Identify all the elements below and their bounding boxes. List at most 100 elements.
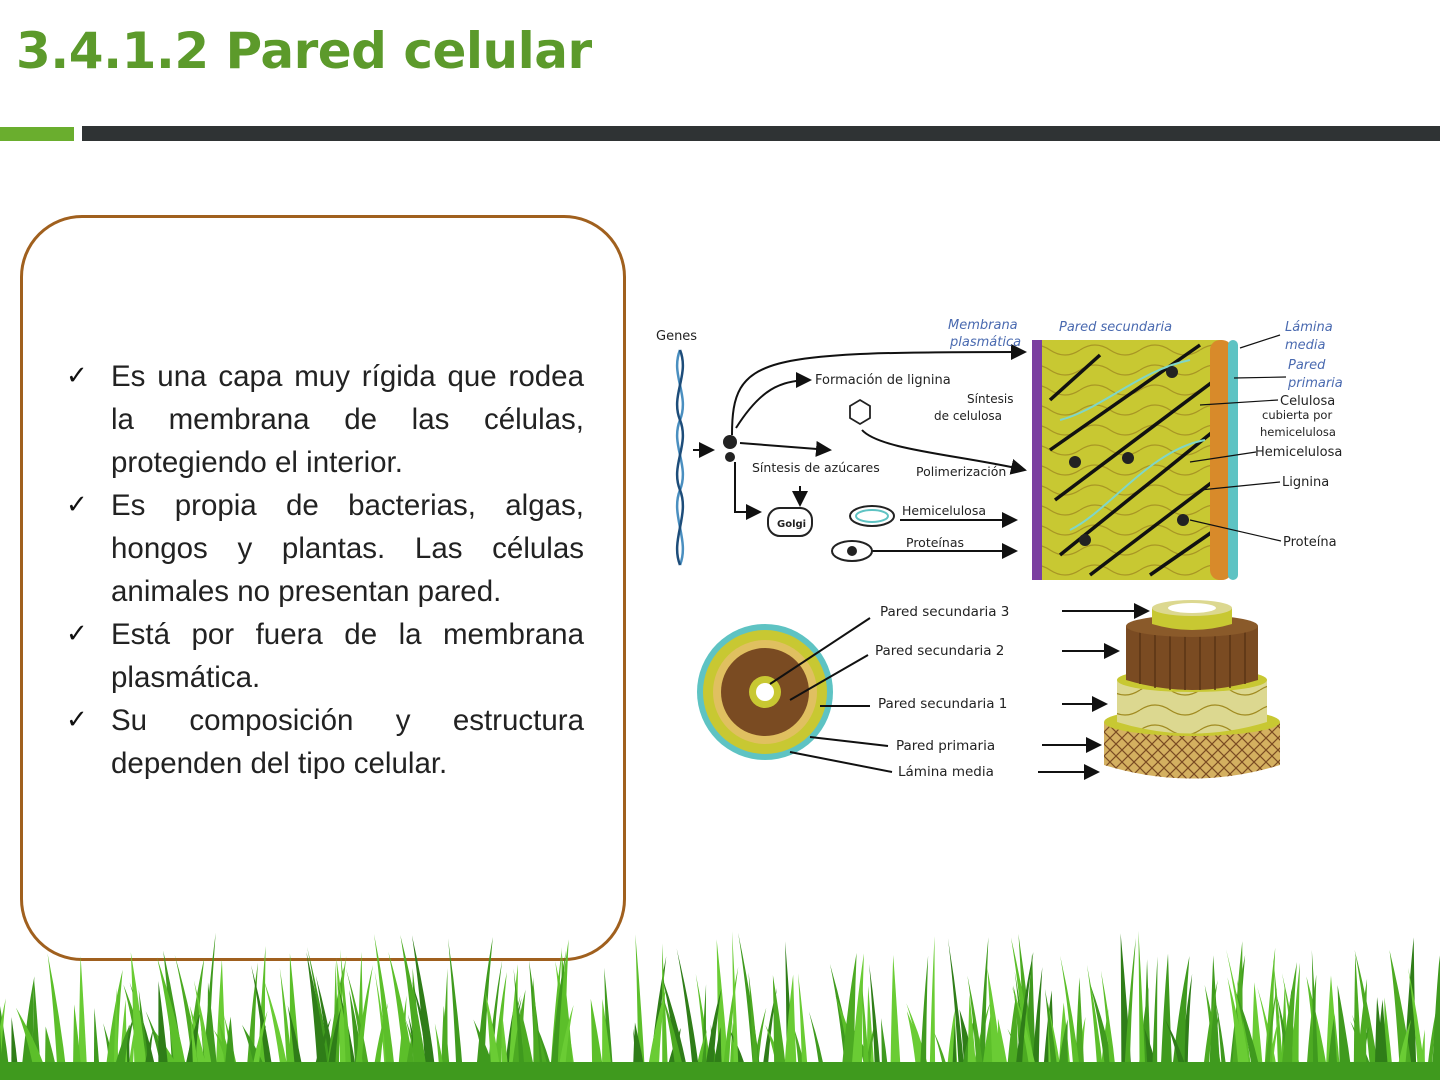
plasmatic-label: plasmática xyxy=(949,335,1021,350)
grass-blade xyxy=(929,936,936,1080)
grass-blade xyxy=(1290,962,1301,1080)
grass-blade xyxy=(1044,988,1059,1080)
grass-blade xyxy=(602,998,613,1080)
golgi-label: Golgi xyxy=(777,519,806,530)
primaria-label: primaria xyxy=(1287,376,1343,391)
grass-blade xyxy=(72,1004,83,1080)
lignin-formation-label: Formación de lignina xyxy=(815,373,951,388)
grass-blade xyxy=(412,968,424,1080)
grass-blade xyxy=(703,989,722,1080)
grass-blade xyxy=(1306,976,1329,1080)
grass-blade xyxy=(307,946,333,1080)
grass-blade xyxy=(850,953,864,1080)
grass-blade xyxy=(732,931,739,1080)
sugar-synthesis-label: Síntesis de azúcares xyxy=(752,460,880,475)
lignin-molecule-icon xyxy=(849,398,871,426)
grass-blade xyxy=(919,955,929,1080)
bullet-item: ✓ Es una capa muy rígida que rodea la mem… xyxy=(66,355,584,484)
grass-blade xyxy=(1263,947,1276,1080)
protein-label: Proteína xyxy=(1283,535,1337,550)
lamina-label: Lámina xyxy=(1285,320,1333,335)
grass-blade xyxy=(1263,987,1277,1080)
grass-blade xyxy=(1356,978,1368,1080)
grass-blade xyxy=(783,974,798,1080)
secondary-wall-1-label: Pared secundaria 1 xyxy=(878,696,1007,712)
grass-blade xyxy=(1280,962,1298,1080)
polymerization-label: Polimerización xyxy=(916,464,1006,479)
plasma-membrane xyxy=(1032,340,1042,580)
grass-blade xyxy=(1006,994,1020,1080)
grass-blade xyxy=(411,981,437,1080)
grass-blade xyxy=(78,955,88,1080)
grass-blade xyxy=(158,981,170,1080)
secondary-wall-label: Pared secundaria xyxy=(1059,320,1172,335)
grass-blade xyxy=(263,977,291,1080)
grass-blade xyxy=(1123,938,1136,1080)
bullet-item: ✓Es propia de bacterias, algas, hongos y… xyxy=(66,484,584,613)
bullet-text-box xyxy=(20,215,626,961)
grass-blade xyxy=(1100,970,1117,1080)
hemicellulose-right-label: Hemicelulosa xyxy=(1255,445,1342,460)
grass-blade xyxy=(1215,1002,1228,1080)
covered-by-label: cubierta por xyxy=(1262,408,1332,422)
grass-blade xyxy=(635,934,646,1080)
grass-blade xyxy=(840,952,857,1080)
middle-lamella-label: Lámina media xyxy=(898,764,994,780)
grass-blade xyxy=(662,943,669,1080)
grass-blade xyxy=(287,1005,305,1080)
grass-blade xyxy=(1086,964,1105,1080)
secondary-wall-2-label: Pared secundaria 2 xyxy=(875,643,1004,659)
grass-blade xyxy=(646,990,666,1080)
grass-blade xyxy=(1151,956,1158,1080)
cellulose-label: Celulosa xyxy=(1280,394,1335,409)
grass-blade xyxy=(1160,953,1173,1080)
primary-wall-layer xyxy=(1210,340,1232,580)
dna-helix-icon xyxy=(675,349,685,566)
hemicellulose-mid-label: Hemicelulosa xyxy=(902,503,986,518)
grass-blade xyxy=(1202,979,1218,1080)
grass-blade xyxy=(1011,986,1039,1080)
proteins-label: Proteínas xyxy=(906,535,964,550)
grass-blade xyxy=(748,971,760,1080)
checkmark-icon: ✓ xyxy=(66,361,88,391)
title-accent-bar xyxy=(0,127,74,141)
primary-wall-label: Pared primaria xyxy=(896,738,995,754)
bullet-item: ✓Está por fuera de la membrana plasmátic… xyxy=(66,613,584,699)
grass-blade xyxy=(772,975,788,1080)
grass-blade xyxy=(549,950,567,1080)
grass-blade xyxy=(590,998,605,1080)
bullet-text: Está por fuera de la membrana plasmática… xyxy=(111,618,584,694)
grass-blade xyxy=(397,995,407,1080)
grass-blade xyxy=(306,951,330,1080)
grass-blade xyxy=(374,933,396,1080)
grass-blade xyxy=(484,990,502,1080)
grass-blade xyxy=(340,949,353,1080)
checkmark-icon: ✓ xyxy=(66,705,88,735)
grass-blade xyxy=(869,963,882,1080)
grass-blade xyxy=(388,951,417,1080)
synthesis-label: Síntesis xyxy=(967,392,1013,406)
grass-blade xyxy=(156,957,189,1080)
grass-blade xyxy=(1273,957,1284,1080)
hemicellulose-lower-label: hemicelulosa xyxy=(1260,425,1336,439)
ribosome-icon xyxy=(723,435,737,462)
bullet-list: ✓ Es una capa muy rígida que rodea la mem… xyxy=(66,355,584,785)
bullet-text: Su composición y estructura dependen del… xyxy=(111,704,584,780)
golgi-icon xyxy=(767,507,813,537)
grass-blade xyxy=(890,955,902,1080)
bullet-item: ✓ Su composición y estructura dependen de… xyxy=(66,699,584,785)
grass-blade xyxy=(1431,955,1440,1080)
wall-layers-cylinder xyxy=(1104,600,1280,779)
lignin-label: Lignina xyxy=(1282,475,1329,490)
grass-blade xyxy=(662,976,690,1080)
grass-blade xyxy=(1354,949,1380,1080)
grass-blade xyxy=(1408,967,1426,1080)
grass-blade xyxy=(1031,967,1043,1080)
grass-blade xyxy=(987,967,1004,1080)
grass-blade xyxy=(967,994,978,1080)
grass-blade xyxy=(1226,949,1252,1080)
grass-blade xyxy=(447,938,464,1080)
bullet-text: Es una capa muy rígida que rodea la memb… xyxy=(111,360,584,479)
secondary-wall-3-label: Pared secundaria 3 xyxy=(880,604,1009,620)
grass-blade xyxy=(193,980,214,1080)
